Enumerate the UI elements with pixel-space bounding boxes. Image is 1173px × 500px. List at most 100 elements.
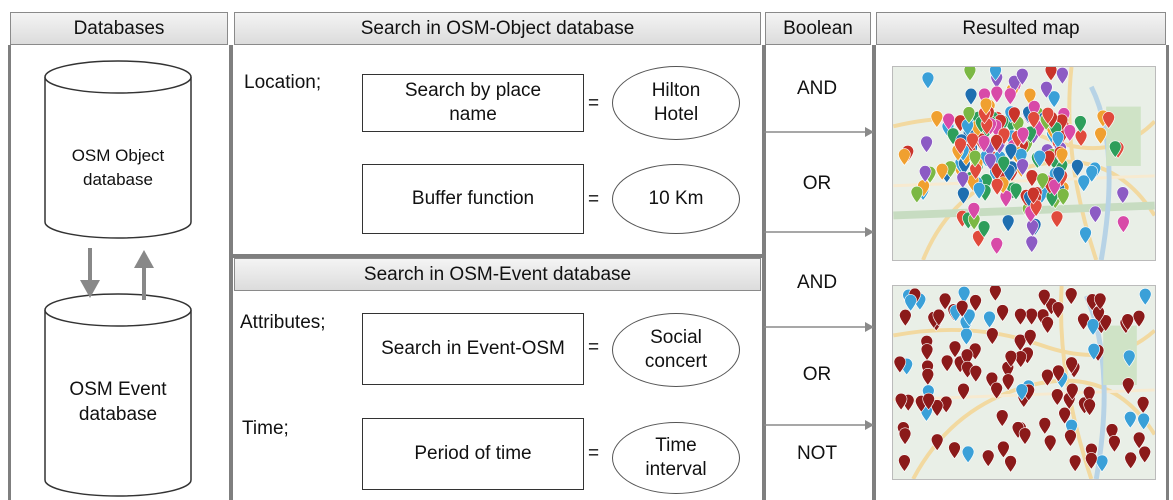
divider-databases	[229, 45, 233, 500]
search-event-box: Search in Event-OSM	[362, 313, 584, 385]
event-db-label-1: OSM Event	[69, 379, 167, 400]
map-marker-icon	[922, 392, 935, 411]
map-marker-icon	[967, 202, 981, 220]
map-marker-icon	[1093, 292, 1107, 311]
map-marker-icon	[964, 87, 978, 106]
map-marker-icon	[1040, 81, 1053, 99]
map-marker-icon	[1132, 309, 1146, 328]
map-marker-icon	[1001, 214, 1015, 233]
map-marker-icon	[995, 409, 1009, 427]
map-marker-icon	[1038, 288, 1051, 307]
map-marker-icon	[1094, 127, 1107, 145]
map-marker-icon	[920, 135, 933, 154]
map-marker-icon	[1086, 318, 1100, 336]
map-marker-icon	[977, 220, 991, 239]
resulted-map-header: Resulted map	[876, 12, 1166, 45]
map-marker-icon	[956, 171, 969, 189]
map-marker-icon	[1001, 373, 1015, 392]
boolean-op-3: AND	[796, 272, 838, 293]
map-marker-icon	[948, 340, 962, 359]
map-marker-icon	[981, 449, 995, 468]
event-database-cylinder	[44, 293, 192, 497]
map-marker-icon	[999, 190, 1013, 208]
map-marker-icon	[942, 112, 955, 131]
map-marker-icon	[1051, 301, 1065, 320]
object-database-cylinder	[44, 60, 192, 239]
map-marker-icon	[1124, 451, 1137, 470]
map-marker-icon	[1136, 396, 1150, 414]
map-marker-icon	[1132, 431, 1146, 450]
map-marker-icon	[962, 106, 976, 124]
map-marker-icon	[960, 327, 973, 346]
map-marker-icon	[1051, 388, 1064, 406]
map-marker-icon	[972, 230, 985, 248]
map-marker-icon	[1036, 172, 1049, 191]
map-marker-icon	[954, 137, 967, 156]
map-marker-icon	[977, 135, 991, 153]
map-marker-icon	[930, 433, 944, 452]
map-marker-icon	[910, 185, 924, 204]
map-marker-icon	[1058, 406, 1071, 425]
map-marker-icon	[1071, 159, 1084, 177]
search-object-header: Search in OSM-Object database	[234, 12, 761, 45]
map-marker-icon	[932, 308, 946, 327]
boolean-op-4: OR	[802, 364, 832, 385]
map-marker-icon	[1047, 90, 1061, 109]
map-marker-icon	[1056, 188, 1070, 206]
divider-search	[762, 45, 766, 500]
map-marker-icon	[1048, 178, 1061, 197]
result-map-top	[892, 66, 1156, 261]
map-marker-icon	[989, 67, 1002, 82]
map-marker-icon	[1016, 68, 1029, 86]
divider-boolean	[872, 45, 876, 500]
map-marker-icon	[1033, 149, 1046, 168]
map-marker-icon	[1043, 434, 1057, 453]
map-marker-icon	[1052, 166, 1065, 184]
map-marker-icon	[1089, 205, 1102, 224]
map-marker-icon	[1041, 107, 1055, 125]
map-marker-icon	[997, 155, 1010, 174]
map-marker-icon	[984, 152, 997, 171]
map-marker-icon	[969, 364, 983, 383]
map-marker-icon	[1087, 342, 1101, 361]
boolean-arrows	[764, 127, 874, 430]
map-marker-icon	[1004, 143, 1018, 161]
map-marker-icon	[968, 149, 982, 168]
map-marker-icon	[1077, 174, 1090, 193]
object-db-label-1: OSM Object	[71, 146, 165, 165]
databases-diagram	[44, 60, 192, 497]
map-marker-icon	[996, 304, 1009, 322]
map-marker-icon	[1015, 383, 1029, 401]
map-marker-icon	[961, 445, 975, 464]
map-marker-icon	[1108, 140, 1122, 159]
map-marker-icon	[1074, 115, 1087, 133]
map-marker-icon	[1064, 429, 1077, 447]
map-marker-icon	[1066, 382, 1079, 401]
left-border	[8, 45, 11, 500]
search-event-header: Search in OSM-Event database	[234, 258, 761, 291]
map-marker-icon	[930, 399, 944, 417]
map-marker-icon	[1004, 350, 1018, 368]
period-value-oval: Time interval	[612, 422, 740, 494]
map-marker-icon	[983, 310, 996, 329]
map-marker-icon	[918, 165, 932, 183]
equals-sign-event: =	[588, 337, 600, 358]
map-marker-icon	[898, 454, 911, 472]
map-marker-icon	[1063, 124, 1077, 142]
map-marker-icon	[972, 182, 986, 200]
map-marker-icon	[957, 186, 970, 205]
map-marker-icon	[1099, 314, 1112, 332]
arrow-up-icon	[134, 250, 154, 300]
databases-header: Databases	[10, 12, 228, 45]
map-marker-icon	[990, 178, 1004, 196]
map-marker-icon	[1117, 215, 1130, 234]
buffer-value-oval: 10 Km	[612, 164, 740, 234]
map-marker-icon	[1055, 147, 1069, 166]
map-marker-icon	[1065, 356, 1078, 375]
map-marker-icon	[1124, 410, 1137, 429]
map-marker-icon	[979, 97, 993, 116]
map-marker-icon	[894, 392, 908, 411]
map-marker-icon	[898, 427, 912, 446]
map-marker-icon	[955, 300, 969, 318]
map-marker-icon	[990, 237, 1003, 255]
